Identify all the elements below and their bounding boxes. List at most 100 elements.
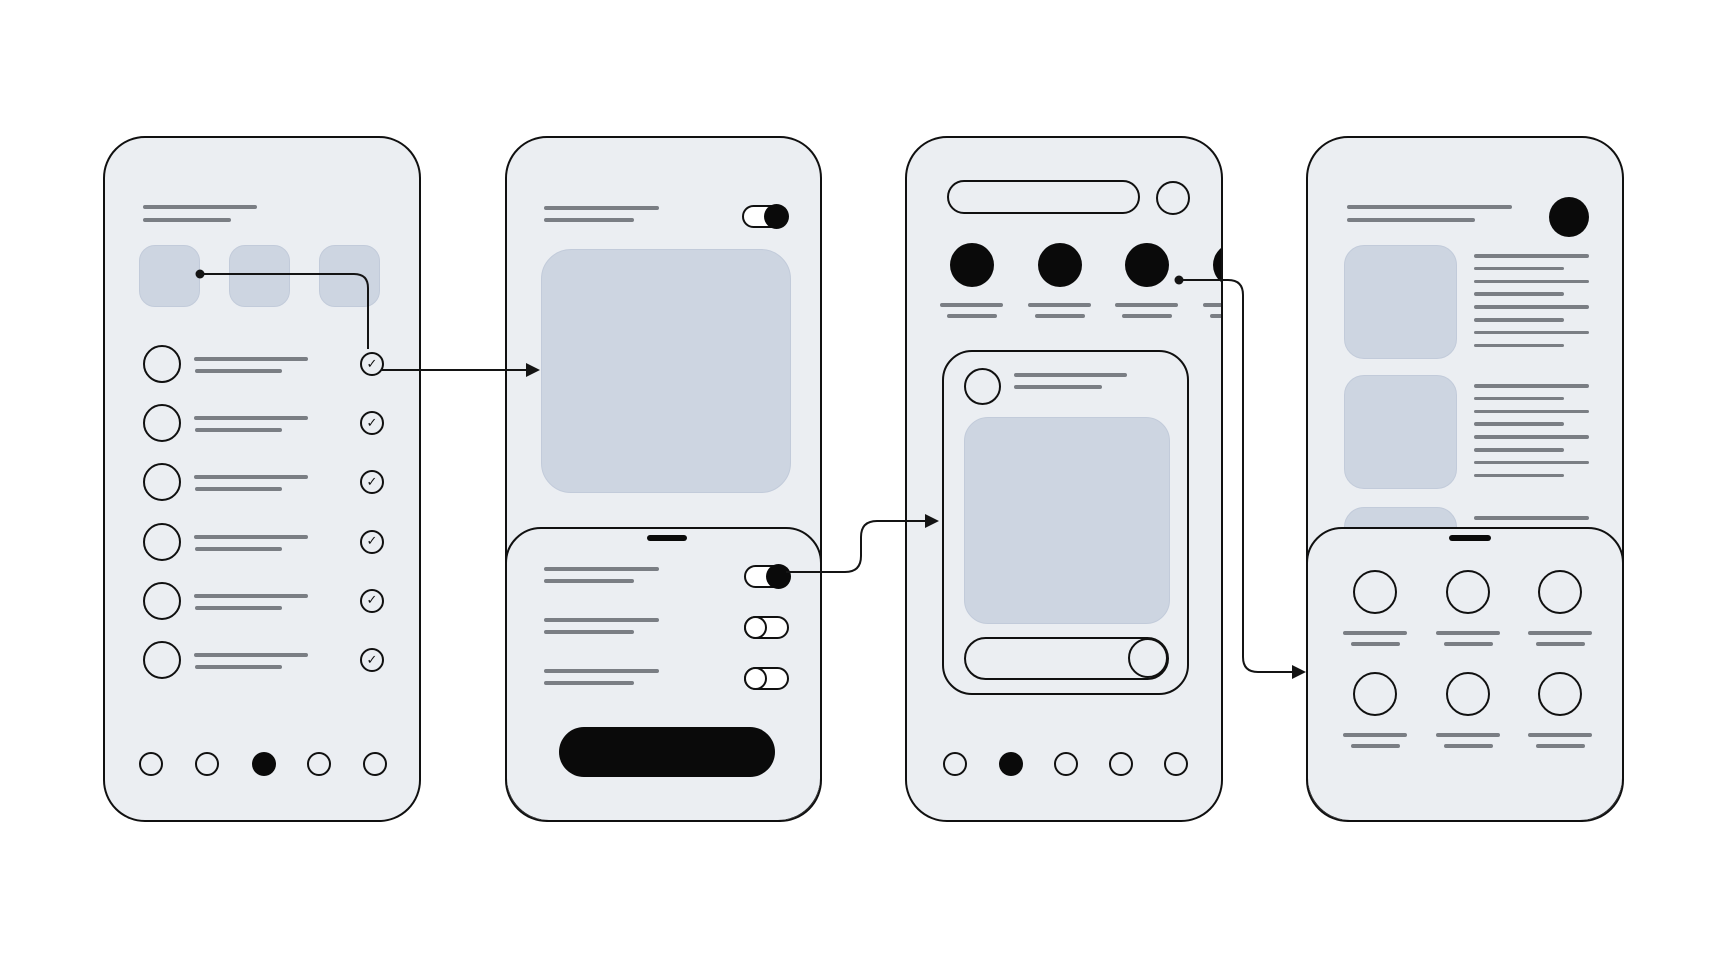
story-1[interactable] <box>940 243 1004 319</box>
pagination-dot-1[interactable] <box>943 752 967 776</box>
share-bottom-sheet <box>1308 527 1622 820</box>
header-avatar[interactable] <box>1549 197 1589 237</box>
article-text-bar <box>1474 343 1564 348</box>
article-thumbnail <box>1344 375 1457 489</box>
primary-cta-button[interactable] <box>559 727 775 777</box>
list-item-3[interactable]: ✓ <box>139 459 391 506</box>
share-item-6[interactable] <box>1527 672 1593 750</box>
list-item-1[interactable]: ✓ <box>139 341 391 388</box>
text-bar-long <box>194 593 308 598</box>
toggle-knob <box>744 667 767 690</box>
story-avatar <box>950 243 994 287</box>
sheet-drag-handle[interactable] <box>647 535 687 541</box>
sheet-toggle-3[interactable] <box>744 667 789 690</box>
text-bar-long <box>194 416 308 421</box>
text-bar-short <box>195 487 282 492</box>
story-avatar <box>1213 243 1221 287</box>
check-circle-4[interactable]: ✓ <box>360 529 384 554</box>
article-text-bar <box>1474 330 1589 335</box>
check-circle-5[interactable]: ✓ <box>360 588 384 613</box>
story-3[interactable] <box>1115 243 1179 319</box>
article-text-bar <box>1474 473 1564 478</box>
article-text-bar <box>1474 292 1564 296</box>
pagination-dot-2[interactable] <box>195 752 219 776</box>
comment-input[interactable] <box>964 637 1169 680</box>
post-title-bar <box>1014 373 1127 377</box>
sheet-drag-handle[interactable] <box>1449 535 1491 541</box>
share-item-2[interactable] <box>1435 570 1501 648</box>
screen-3-feed <box>905 136 1223 822</box>
pagination-dot-3[interactable] <box>252 752 276 776</box>
setting-row-3 <box>544 667 790 694</box>
share-label-long <box>1343 631 1407 635</box>
avatar-circle <box>143 522 181 561</box>
share-circle <box>1445 570 1490 614</box>
share-item-5[interactable] <box>1435 672 1501 750</box>
send-circle-button[interactable] <box>1128 638 1168 678</box>
pagination-dot-3[interactable] <box>1054 752 1078 776</box>
share-label-short <box>1351 642 1400 646</box>
text-bar-long <box>194 357 308 361</box>
setting-bar-short <box>544 579 634 583</box>
hero-image-placeholder <box>541 249 791 493</box>
share-circle <box>1353 570 1397 614</box>
article-row-1[interactable] <box>1344 245 1589 359</box>
avatar-circle <box>143 463 181 502</box>
pagination-dot-5[interactable] <box>1164 752 1188 776</box>
article-thumbnail <box>1344 245 1457 359</box>
check-circle-6[interactable]: ✓ <box>360 648 384 672</box>
category-chip-1[interactable] <box>139 245 200 307</box>
share-grid <box>1308 529 1622 820</box>
share-item-3[interactable] <box>1527 570 1593 648</box>
list-item-6[interactable]: ✓ <box>139 637 391 684</box>
story-caption-long <box>940 303 1003 307</box>
check-circle-2[interactable]: ✓ <box>360 411 384 436</box>
share-label-short <box>1536 642 1585 646</box>
share-label-long <box>1528 631 1592 635</box>
text-bar-short <box>195 428 282 433</box>
subtitle-bar <box>143 218 231 222</box>
article-text-bar <box>1474 409 1589 414</box>
share-item-1[interactable] <box>1342 570 1408 648</box>
share-circle <box>1445 672 1490 716</box>
search-input[interactable] <box>947 180 1140 214</box>
connector-3-arrowhead <box>1292 665 1306 679</box>
text-bar-long <box>194 653 308 657</box>
story-caption-long <box>1027 303 1091 307</box>
list-item-5[interactable]: ✓ <box>139 578 391 625</box>
story-2[interactable] <box>1027 243 1092 319</box>
setting-bar-short <box>544 681 634 685</box>
share-label-short <box>1351 744 1400 748</box>
check-circle-3[interactable]: ✓ <box>360 470 384 495</box>
pagination-dot-1[interactable] <box>139 752 163 776</box>
story-avatar <box>1037 243 1082 287</box>
pagination-dot-4[interactable] <box>1109 752 1133 776</box>
share-circle <box>1538 570 1582 614</box>
pagination-dot-4[interactable] <box>307 752 331 776</box>
header-toggle[interactable] <box>742 204 789 229</box>
setting-row-1 <box>544 564 791 592</box>
screen-2-detail-settings <box>505 136 822 822</box>
check-circle-1[interactable]: ✓ <box>360 352 384 376</box>
article-text-bar <box>1474 266 1564 271</box>
article-text-bar <box>1474 448 1564 452</box>
profile-circle-button[interactable] <box>1156 181 1190 215</box>
pagination-dot-2[interactable] <box>999 752 1023 776</box>
share-label-long <box>1343 733 1407 737</box>
list-item-2[interactable]: ✓ <box>139 400 391 447</box>
share-circle <box>1353 672 1397 716</box>
share-label-long <box>1435 631 1500 635</box>
article-text-bar <box>1474 254 1589 258</box>
pagination-dot-5[interactable] <box>363 752 387 776</box>
text-bar-short <box>195 369 282 373</box>
sheet-toggle-1[interactable] <box>744 564 791 589</box>
pagination-dots <box>105 138 419 820</box>
selection-list: ✓ ✓ ✓ ✓ ✓ ✓ <box>105 138 419 820</box>
avatar-circle <box>143 581 181 620</box>
article-row-2[interactable] <box>1344 375 1589 489</box>
share-item-4[interactable] <box>1342 672 1408 750</box>
sheet-toggle-2[interactable] <box>744 616 789 639</box>
setting-bar-long <box>544 669 659 673</box>
list-item-4[interactable]: ✓ <box>139 519 391 566</box>
